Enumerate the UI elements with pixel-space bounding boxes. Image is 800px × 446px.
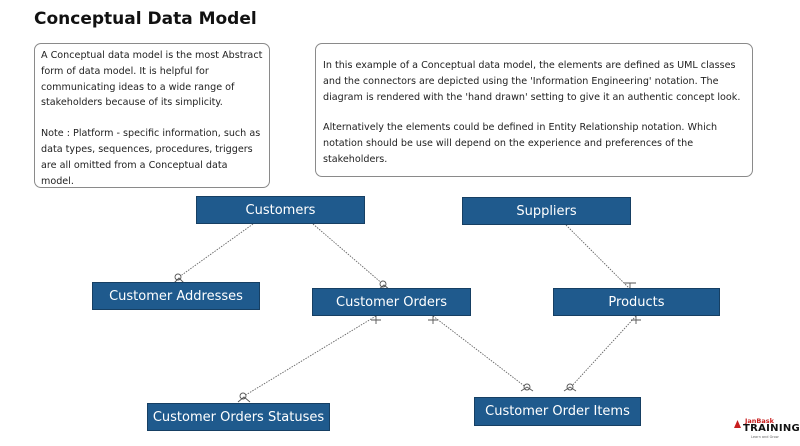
page-title: Conceptual Data Model xyxy=(34,9,257,29)
janbask-training-logo: JanBask TRAINING Learn and Grow xyxy=(733,417,800,441)
description-paragraph: A Conceptual data model is the most Abst… xyxy=(41,50,263,109)
logo-mark-icon xyxy=(734,420,741,428)
logo-brand-main: TRAINING xyxy=(743,423,800,434)
connector-products-items xyxy=(569,315,637,389)
entity-customer-order-items: Customer Order Items xyxy=(474,397,641,426)
entity-customer-orders: Customer Orders xyxy=(312,288,471,316)
entity-products: Products xyxy=(553,288,720,316)
crow-foot-icon xyxy=(563,386,577,392)
connector-customers-addresses xyxy=(178,223,254,278)
entity-customer-orders-statuses: Customer Orders Statuses xyxy=(147,403,330,431)
connector-orders-statuses xyxy=(243,315,377,397)
notation-paragraph: In this example of a Conceptual data mod… xyxy=(323,60,741,103)
entity-suppliers: Suppliers xyxy=(462,197,631,225)
connector-suppliers-products xyxy=(565,224,631,290)
logo-tagline: Learn and Grow xyxy=(751,435,779,439)
connector-orders-items xyxy=(432,315,528,389)
one-bar-icon xyxy=(428,316,438,324)
notation-note: In this example of a Conceptual data mod… xyxy=(315,43,753,177)
logo-brand-top: JanBask xyxy=(745,417,774,425)
entity-customer-addresses: Customer Addresses xyxy=(92,282,260,310)
entity-customers: Customers xyxy=(196,196,365,224)
description-note: A Conceptual data model is the most Abst… xyxy=(34,43,270,188)
connector-customers-orders xyxy=(312,223,385,286)
alternative-notation-paragraph: Alternatively the elements could be defi… xyxy=(323,122,718,165)
one-bar-icon xyxy=(631,316,641,324)
platform-note-paragraph: Note : Platform - specific information, … xyxy=(41,128,261,187)
one-bar-icon xyxy=(371,316,381,324)
crow-foot-icon xyxy=(237,396,251,403)
crow-foot-icon xyxy=(520,386,534,392)
crow-foot-icon xyxy=(173,277,185,284)
